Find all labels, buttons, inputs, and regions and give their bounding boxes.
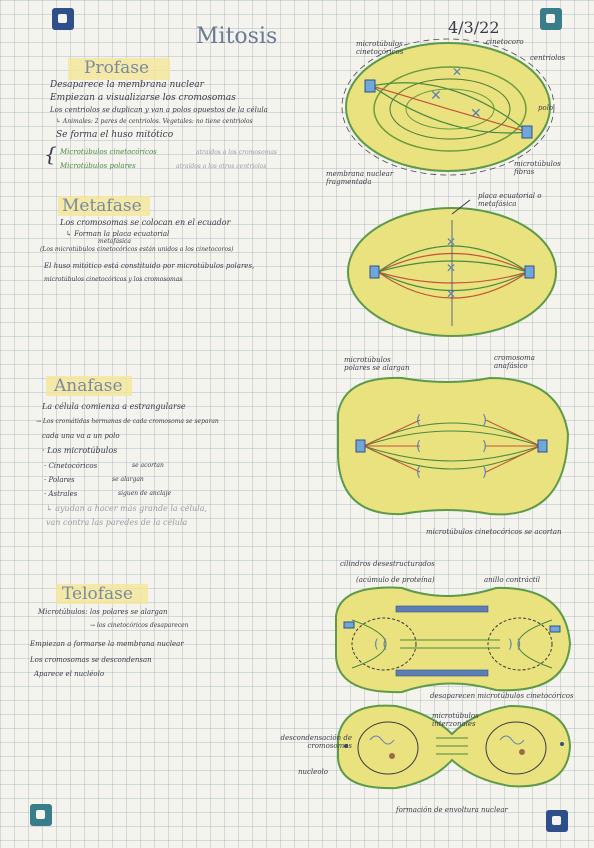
profase-line: ↳ Animales: 2 pares de centriolos. Veget…	[56, 118, 253, 125]
anafase-line: · Los microtúbulos	[42, 446, 118, 455]
metafase-line: ↳ Forman la placa ecuatorial	[66, 230, 170, 238]
label-descondensacion: descondensación de cromosomas	[280, 734, 353, 750]
telofase-line: Empiezan a formarse la membrana nuclear	[30, 640, 184, 648]
profase-line: Empiezan a visualizarse los cromosomas	[50, 93, 236, 103]
label-desaparecen: desaparecen microtúbulos cinetocóricos	[430, 692, 574, 700]
label-placa: placa ecuatorial o metafásica	[478, 192, 542, 208]
label-formacion: formación de envoltura nuclear	[396, 806, 508, 814]
anafase-line: La célula comienza a estrangularse	[42, 402, 186, 411]
bookmark-tab-icon	[540, 8, 562, 30]
label-fibras: microtúbulos fibras	[514, 160, 561, 176]
label-cinetocoro: cinetocoro	[486, 38, 524, 46]
label-polares-alargan: microtúbulos polares se alargan	[344, 356, 410, 372]
anafase-heading: Anafase	[54, 376, 123, 396]
heading-highlight	[46, 376, 132, 396]
profase-line: Microtúbulos cinetocóricos	[60, 148, 157, 156]
heading-highlight	[68, 58, 170, 80]
anafase-line: cada una va a un polo	[42, 432, 120, 440]
telofase-line: Aparece el nucléolo	[34, 670, 105, 678]
bookmark-tab-icon	[546, 810, 568, 832]
svg-text:✕: ✕	[446, 261, 456, 275]
profase-line: Microtúbulos polares	[60, 162, 136, 170]
page-date: 4/3/22	[448, 18, 500, 37]
heading-highlight	[58, 196, 150, 216]
svg-text:): )	[482, 413, 487, 428]
telofase-heading: Telofase	[62, 584, 133, 604]
svg-text:(: (	[416, 465, 421, 480]
metafase-line: metafásica	[98, 238, 131, 245]
label-interzonales: microtúbulos interzonales	[432, 712, 479, 728]
profase-line: atraídos a los cromosomas	[196, 149, 277, 156]
bookmark-tab-icon	[52, 8, 74, 30]
anafase-line: · Cinetocóricos	[44, 462, 98, 470]
telofase-line: → los cinetocóricos desaparecen	[90, 622, 189, 629]
label-membrana: membrana nuclear fragmentada	[326, 170, 394, 186]
anafase-line: → Los cromátidas hermanas de cada cromos…	[36, 418, 219, 425]
svg-text:(: (	[416, 439, 421, 454]
svg-text:( (: ( (	[374, 637, 387, 651]
anafase-line: siguen de anclaje	[118, 490, 172, 497]
label-polo: polo	[538, 104, 554, 112]
anafase-line: ↳ ayudan a hacer más grande la célula,	[46, 504, 208, 513]
svg-text:): )	[482, 439, 487, 454]
label-cromosoma: cromosoma anafásico	[494, 354, 535, 370]
profase-heading: Profase	[84, 58, 150, 78]
svg-text:✕: ✕	[452, 65, 462, 79]
label-cinetocoricos: microtúbulos cinetocóricos	[356, 40, 404, 56]
profase-line: Se forma el huso mitótico	[56, 130, 174, 140]
telofase-line: Los cromosomas se descondensan	[30, 656, 152, 664]
metafase-line: (Los microtúbulos cinetocóricos están un…	[40, 246, 234, 253]
svg-text:) ): ) )	[508, 637, 521, 651]
telofase-line: Microtúbulos: los polares se alargan	[38, 608, 168, 616]
label-acumulo: (acúmulo de proteína)	[356, 576, 435, 584]
label-cilindros: cilindros desestructurados	[340, 560, 435, 568]
metafase-heading: Metafase	[62, 196, 142, 216]
anafase-line: van contra las paredes de la célula	[46, 518, 188, 527]
profase-brace: {	[44, 142, 57, 166]
label-centriolos: centriolos	[530, 54, 566, 62]
metafase-line: microtúbulos cinetocóricos y los cromoso…	[44, 276, 183, 283]
heading-highlight	[56, 584, 148, 604]
svg-text:✕: ✕	[446, 235, 456, 249]
svg-text:): )	[482, 465, 487, 480]
label-anillo: anillo contráctil	[484, 576, 541, 584]
svg-text:✕: ✕	[446, 287, 456, 301]
anafase-line: · Polares	[44, 476, 75, 484]
label-nucleolo: nucleolo	[298, 768, 328, 776]
bookmark-tab-icon	[30, 804, 52, 826]
svg-text:✕: ✕	[470, 106, 482, 122]
profase-line: Desaparece la membrana nuclear	[50, 80, 204, 90]
metafase-line: Los cromosomas se colocan en el ecuador	[60, 218, 231, 227]
label-cinetocoricos-acortan: microtúbulos cinetocóricos se acortan	[426, 528, 562, 536]
profase-line: Los centriolos se duplican y van a polos…	[50, 106, 268, 114]
metafase-line: El huso mitótico está constituido por mi…	[44, 262, 255, 270]
profase-line: atraídos a los otros centriolos	[176, 163, 267, 170]
page-title: Mitosis	[196, 24, 278, 49]
svg-text:✕: ✕	[430, 88, 442, 104]
anafase-line: se acortan	[132, 462, 164, 469]
anafase-line: · Astrales	[44, 490, 78, 498]
svg-text:(: (	[416, 413, 421, 428]
anafase-line: se alargan	[112, 476, 144, 483]
